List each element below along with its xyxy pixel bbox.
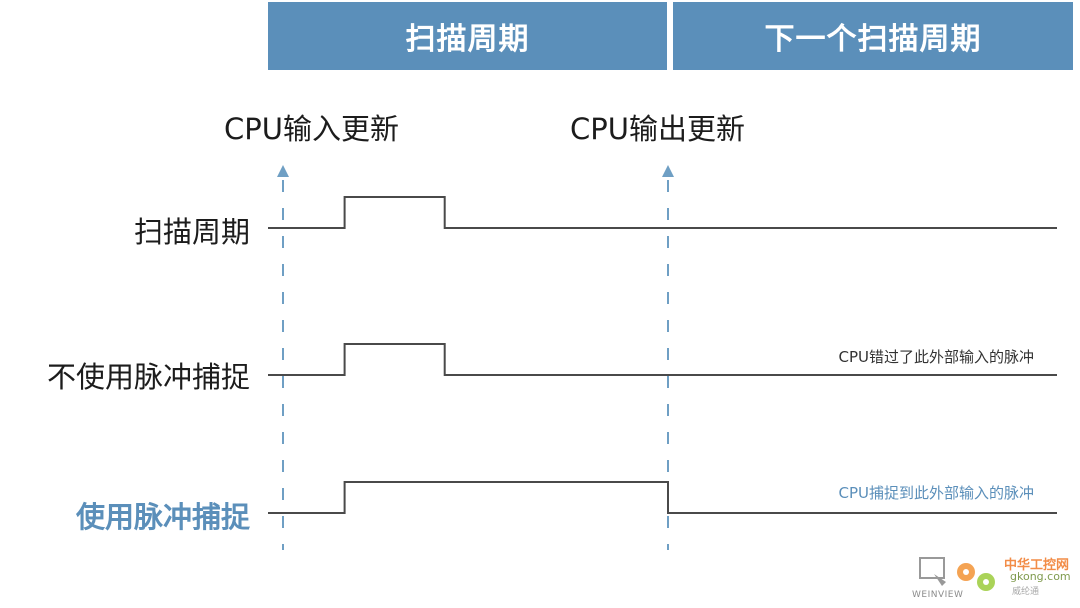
next-scan-cycle-header: 下一个扫描周期 bbox=[673, 2, 1073, 70]
signal-waveform-row-2 bbox=[268, 343, 1057, 376]
note-pulse-caught: CPU捕捉到此外部输入的脉冲 bbox=[838, 484, 1035, 502]
row-label-without-pulse-catch: 不使用脉冲捕捉 bbox=[46, 360, 250, 394]
watermark-site-url: gkong.com bbox=[1010, 570, 1071, 583]
row-label-scan-cycle: 扫描周期 bbox=[133, 215, 250, 249]
signal-waveform-row-3 bbox=[268, 481, 1057, 514]
watermark-site-sub: 威纶通 bbox=[1012, 587, 1040, 597]
output-update-marker-arrow-icon bbox=[662, 165, 674, 177]
cpu-output-update-label: CPU输出更新 bbox=[570, 112, 745, 146]
signal-waveform-row-1 bbox=[268, 196, 1057, 229]
row-label-with-pulse-catch: 使用脉冲捕捉 bbox=[75, 500, 250, 534]
input-update-marker-arrow-icon bbox=[277, 165, 289, 177]
watermark-site-cn: 中华工控网 bbox=[1004, 558, 1070, 573]
weinview-logo-icon bbox=[919, 557, 946, 586]
watermark: WEINVIEW 中华工控网 gkong.com 威纶通 bbox=[912, 548, 1072, 604]
note-pulse-missed: CPU错过了此外部输入的脉冲 bbox=[838, 348, 1035, 366]
watermark-brand: WEINVIEW bbox=[912, 590, 964, 600]
scan-cycle-header: 扫描周期 bbox=[268, 2, 667, 70]
cpu-input-update-label: CPU输入更新 bbox=[224, 112, 399, 146]
gear-icon bbox=[957, 563, 995, 591]
